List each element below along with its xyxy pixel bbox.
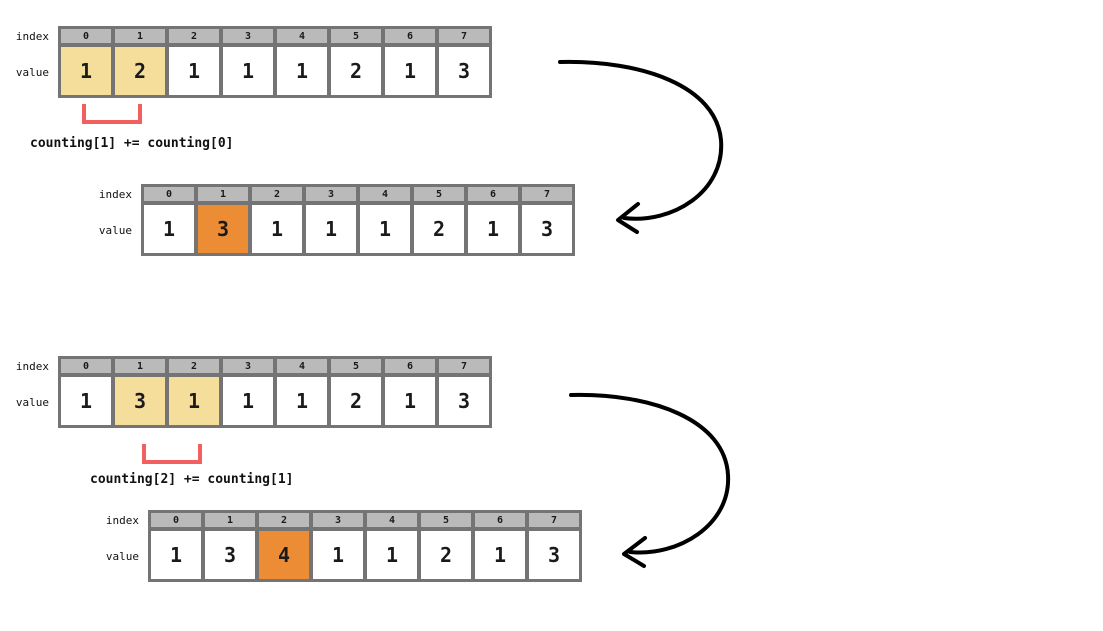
arrowhead-icon: [616, 202, 640, 234]
value-cell: 2: [115, 47, 165, 95]
row-label-value: value: [105, 549, 139, 563]
index-cell: 5: [331, 359, 381, 373]
operation-label-step2: counting[2] += counting[1]: [90, 472, 294, 487]
row-label-index: index: [105, 513, 139, 527]
value-cell: 1: [144, 205, 194, 253]
value-cell: 2: [331, 377, 381, 425]
value-cell: 1: [169, 47, 219, 95]
value-cell: 2: [414, 205, 464, 253]
row-label-index: index: [15, 29, 49, 43]
index-cell: 3: [223, 359, 273, 373]
index-cell: 0: [61, 29, 111, 43]
index-cell: 6: [475, 513, 525, 527]
curved-arrow-step1: [558, 59, 724, 234]
index-cell: 1: [115, 359, 165, 373]
value-cell: 3: [439, 377, 489, 425]
index-cell: 2: [252, 187, 302, 201]
value-cell: 4: [259, 531, 309, 579]
row-label-index: index: [15, 359, 49, 373]
arrowhead-icon: [622, 536, 647, 568]
value-cell: 1: [367, 531, 417, 579]
value-cell: 1: [252, 205, 302, 253]
value-cell: 1: [385, 377, 435, 425]
index-cell: 0: [61, 359, 111, 373]
index-cell: 4: [277, 359, 327, 373]
index-cell: 1: [205, 513, 255, 527]
index-cell: 1: [198, 187, 248, 201]
index-cell: 2: [169, 29, 219, 43]
index-cell: 0: [151, 513, 201, 527]
value-cell: 3: [529, 531, 579, 579]
value-cell: 2: [421, 531, 471, 579]
value-cell: 2: [331, 47, 381, 95]
value-cell: 1: [468, 205, 518, 253]
row-label-value: value: [98, 223, 132, 237]
pair-bracket-step2: [142, 444, 202, 464]
index-cell: 7: [522, 187, 572, 201]
value-cell: 1: [61, 47, 111, 95]
index-cell: 7: [439, 29, 489, 43]
index-cell: 5: [414, 187, 464, 201]
index-cell: 6: [385, 359, 435, 373]
value-cell: 3: [439, 47, 489, 95]
operation-label-step1: counting[1] += counting[0]: [30, 136, 234, 151]
index-cell: 6: [468, 187, 518, 201]
value-cell: 3: [205, 531, 255, 579]
value-cell: 3: [522, 205, 572, 253]
index-cell: 3: [313, 513, 363, 527]
row-label-value: value: [15, 395, 49, 409]
value-cell: 1: [151, 531, 201, 579]
index-cell: 7: [439, 359, 489, 373]
value-cell: 1: [277, 377, 327, 425]
index-cell: 4: [360, 187, 410, 201]
value-cell: 1: [313, 531, 363, 579]
index-cell: 7: [529, 513, 579, 527]
index-cell: 2: [169, 359, 219, 373]
value-cell: 1: [475, 531, 525, 579]
curved-arrow-step2: [569, 392, 731, 568]
index-cell: 5: [421, 513, 471, 527]
value-cell: 1: [61, 377, 111, 425]
index-cell: 4: [277, 29, 327, 43]
value-cell: 1: [223, 377, 273, 425]
value-cell: 1: [360, 205, 410, 253]
index-cell: 4: [367, 513, 417, 527]
index-cell: 2: [259, 513, 309, 527]
row-label-index: index: [98, 187, 132, 201]
value-cell: 1: [277, 47, 327, 95]
row-label-value: value: [15, 65, 49, 79]
value-cell: 1: [223, 47, 273, 95]
value-cell: 1: [306, 205, 356, 253]
value-cell: 3: [115, 377, 165, 425]
value-cell: 1: [385, 47, 435, 95]
value-cell: 3: [198, 205, 248, 253]
index-cell: 0: [144, 187, 194, 201]
index-cell: 3: [223, 29, 273, 43]
index-cell: 1: [115, 29, 165, 43]
index-cell: 3: [306, 187, 356, 201]
index-cell: 6: [385, 29, 435, 43]
pair-bracket-step1: [82, 104, 142, 124]
index-cell: 5: [331, 29, 381, 43]
value-cell: 1: [169, 377, 219, 425]
